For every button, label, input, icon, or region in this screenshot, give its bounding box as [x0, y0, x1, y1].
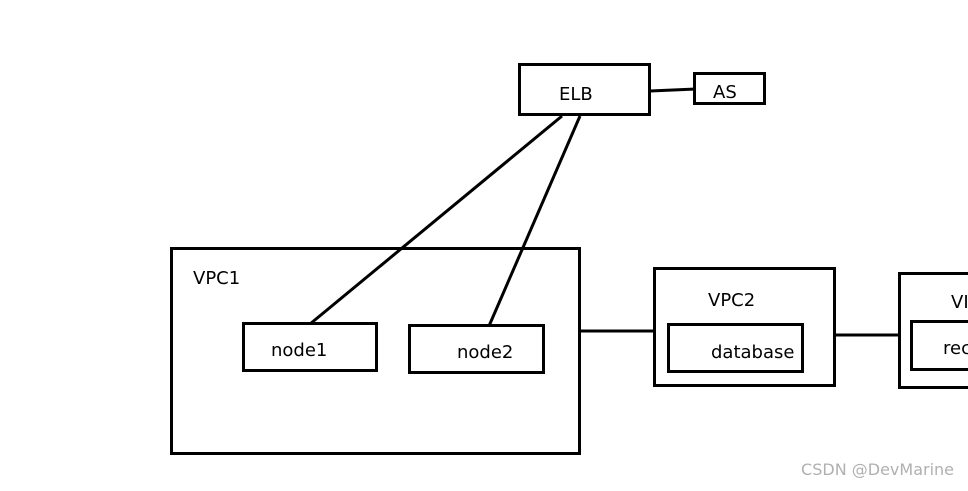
rec-box-partial — [910, 320, 968, 371]
connector-elb-as — [649, 87, 697, 93]
vpc2-label: VPC2 — [708, 290, 756, 311]
watermark-text: CSDN @DevMarine — [801, 460, 954, 479]
connector-elb-node1 — [309, 114, 563, 326]
connector-elb-node2 — [487, 115, 582, 327]
node2-box — [408, 324, 545, 374]
node2-label: node2 — [457, 342, 514, 363]
node1-label: node1 — [271, 340, 328, 361]
vpc1-label: VPC1 — [193, 268, 241, 289]
elb-label: ELB — [559, 84, 593, 105]
database-box — [667, 323, 804, 373]
vpc3-label-partial: VI — [951, 292, 968, 313]
as-label: AS — [713, 82, 737, 103]
vpc3-box-partial — [898, 272, 968, 389]
database-label: database — [711, 342, 795, 363]
as-box — [693, 72, 766, 105]
vpc2-box — [653, 267, 836, 387]
node1-box — [242, 322, 378, 372]
vpc1-box — [170, 247, 581, 455]
elb-box — [518, 63, 651, 116]
rec-label-partial: rec — [943, 338, 968, 359]
